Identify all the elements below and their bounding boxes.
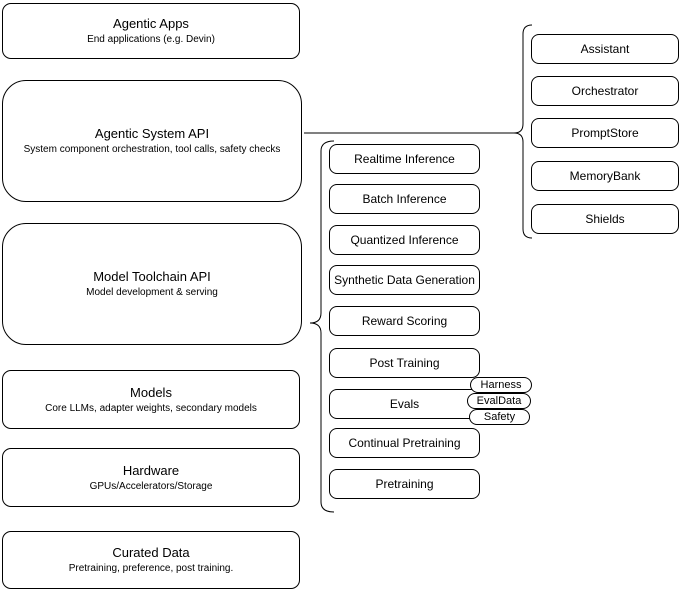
- node-hardware: Hardware GPUs/Accelerators/Storage: [2, 448, 300, 507]
- node-label: Assistant: [580, 42, 630, 56]
- node-subtitle: End applications (e.g. Devin): [87, 34, 215, 45]
- node-label: Pretraining: [375, 477, 434, 491]
- node-subtitle: Core LLMs, adapter weights, secondary mo…: [45, 402, 257, 414]
- node-label: Post Training: [369, 356, 440, 370]
- node-pretraining: Pretraining: [329, 469, 480, 499]
- node-subtitle: Pretraining, preference, post training.: [68, 563, 234, 574]
- node-title: Hardware: [122, 462, 180, 478]
- system-components-brace: [513, 24, 533, 239]
- node-continual-pretraining: Continual Pretraining: [329, 428, 480, 458]
- node-memorybank: MemoryBank: [531, 161, 679, 191]
- node-label: Evals: [389, 397, 420, 411]
- node-realtime-inference: Realtime Inference: [329, 144, 480, 174]
- node-promptstore: PromptStore: [531, 118, 679, 148]
- node-subtitle: System component orchestration, tool cal…: [23, 144, 281, 155]
- node-evals-safety: Safety: [469, 409, 530, 425]
- node-label: Batch Inference: [362, 192, 447, 206]
- node-label: PromptStore: [571, 126, 639, 140]
- node-shields: Shields: [531, 204, 679, 234]
- node-evals-evaldata: EvalData: [467, 393, 531, 409]
- node-title: Curated Data: [112, 545, 190, 560]
- node-label: Realtime Inference: [354, 152, 455, 166]
- node-reward-scoring: Reward Scoring: [329, 306, 480, 336]
- node-label: MemoryBank: [569, 169, 641, 183]
- node-model-toolchain-api: Model Toolchain API Model development & …: [2, 223, 302, 345]
- node-label: Quantized Inference: [350, 233, 459, 247]
- node-quantized-inference: Quantized Inference: [329, 225, 480, 255]
- node-models: Models Core LLMs, adapter weights, secon…: [2, 370, 300, 429]
- node-label: Shields: [585, 212, 625, 226]
- node-evals: Evals: [329, 389, 480, 419]
- node-orchestrator: Orchestrator: [531, 76, 679, 106]
- pill-label: Harness: [480, 379, 522, 391]
- node-label: Synthetic Data Generation: [334, 273, 475, 287]
- node-title: Models: [130, 384, 172, 400]
- node-post-training: Post Training: [329, 348, 480, 378]
- node-synthetic-data-generation: Synthetic Data Generation: [329, 265, 480, 295]
- node-label: Reward Scoring: [361, 314, 448, 328]
- node-evals-harness: Harness: [470, 377, 532, 393]
- node-label: Orchestrator: [571, 84, 639, 98]
- node-assistant: Assistant: [531, 34, 679, 64]
- node-agentic-apps: Agentic Apps End applications (e.g. Devi…: [2, 3, 300, 59]
- node-batch-inference: Batch Inference: [329, 184, 480, 214]
- node-subtitle: GPUs/Accelerators/Storage: [89, 480, 213, 492]
- node-title: Agentic Apps: [113, 16, 189, 31]
- node-curated-data: Curated Data Pretraining, preference, po…: [2, 531, 300, 589]
- node-agentic-system-api: Agentic System API System component orch…: [2, 80, 302, 202]
- pill-label: Safety: [483, 411, 516, 423]
- node-title: Model Toolchain API: [93, 269, 211, 284]
- node-label: Continual Pretraining: [348, 436, 461, 450]
- node-title: Agentic System API: [94, 126, 210, 141]
- pill-label: EvalData: [476, 395, 522, 407]
- node-subtitle: Model development & serving: [86, 287, 218, 298]
